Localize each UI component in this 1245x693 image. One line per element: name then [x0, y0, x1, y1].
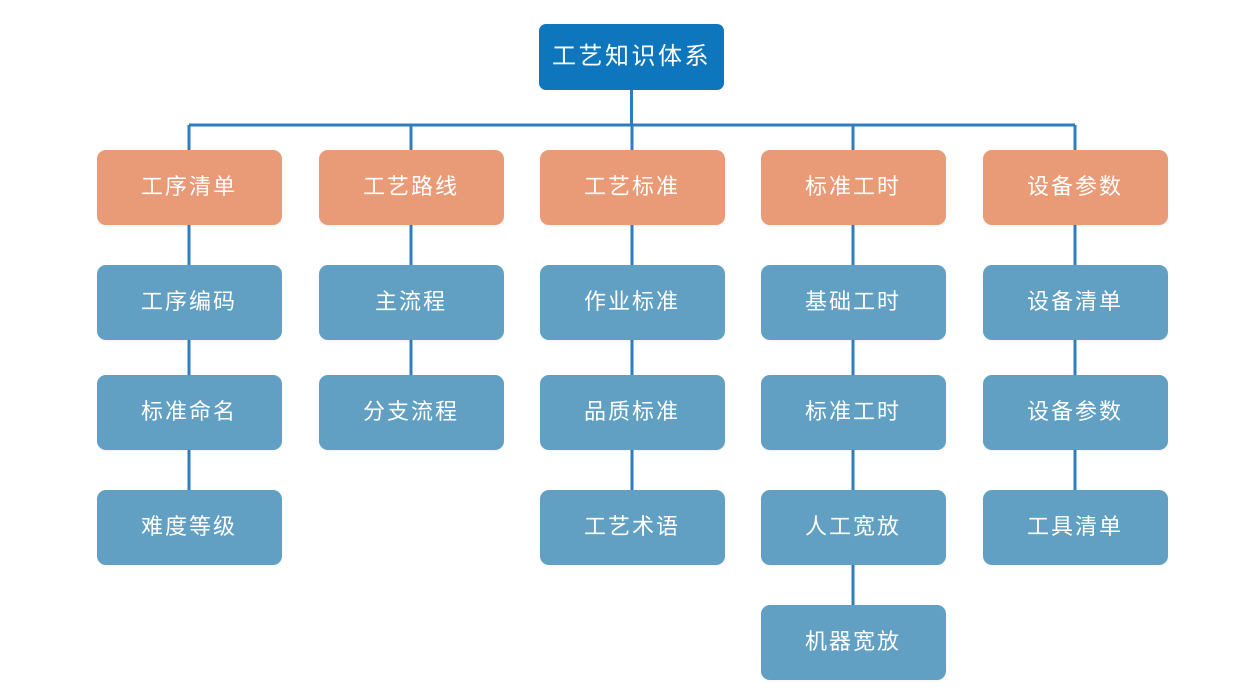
node-leaf-4-5[interactable]: 机器宽放	[760, 605, 946, 680]
node-leaf-1-4[interactable]: 难度等级	[96, 490, 282, 565]
node-root[interactable]: 工艺知识体系	[539, 24, 724, 90]
node-label: 设备参数	[1026, 399, 1123, 425]
node-category-1-1[interactable]: 工序清单	[96, 150, 282, 225]
node-leaf-5-2[interactable]: 设备清单	[982, 265, 1168, 340]
node-label: 机器宽放	[804, 629, 901, 655]
node-label: 品质标准	[583, 399, 680, 425]
node-leaf-4-2[interactable]: 基础工时	[760, 265, 946, 340]
node-label: 基础工时	[804, 289, 901, 315]
node-category-3-1[interactable]: 工艺标准	[539, 150, 725, 225]
node-leaf-5-3[interactable]: 设备参数	[982, 375, 1168, 450]
node-label: 设备参数	[1026, 174, 1123, 200]
node-label: 工艺标准	[583, 174, 680, 200]
node-leaf-1-3[interactable]: 标准命名	[96, 375, 282, 450]
node-label: 难度等级	[140, 514, 237, 540]
node-label: 标准工时	[804, 399, 901, 425]
node-label: 工具清单	[1026, 514, 1123, 540]
node-leaf-1-2[interactable]: 工序编码	[96, 265, 282, 340]
node-label: 工艺路线	[362, 174, 459, 200]
node-leaf-2-3[interactable]: 分支流程	[318, 375, 504, 450]
node-leaf-3-3[interactable]: 品质标准	[539, 375, 725, 450]
node-category-2-1[interactable]: 工艺路线	[318, 150, 504, 225]
node-label: 标准工时	[804, 174, 901, 200]
node-label: 作业标准	[583, 289, 680, 315]
node-label: 设备清单	[1026, 289, 1123, 315]
node-category-4-1[interactable]: 标准工时	[760, 150, 946, 225]
node-label: 工序清单	[140, 174, 237, 200]
node-label: 工序编码	[140, 289, 237, 315]
node-leaf-5-4[interactable]: 工具清单	[982, 490, 1168, 565]
node-leaf-4-4[interactable]: 人工宽放	[760, 490, 946, 565]
node-leaf-4-3[interactable]: 标准工时	[760, 375, 946, 450]
node-label: 工艺术语	[583, 514, 680, 540]
node-leaf-3-4[interactable]: 工艺术语	[539, 490, 725, 565]
node-label: 工艺知识体系	[552, 42, 711, 70]
node-label: 标准命名	[140, 399, 237, 425]
node-leaf-2-2[interactable]: 主流程	[318, 265, 504, 340]
node-label: 人工宽放	[804, 514, 901, 540]
node-label: 分支流程	[362, 399, 459, 425]
node-label: 主流程	[374, 289, 447, 315]
node-category-5-1[interactable]: 设备参数	[982, 150, 1168, 225]
node-leaf-3-2[interactable]: 作业标准	[539, 265, 725, 340]
